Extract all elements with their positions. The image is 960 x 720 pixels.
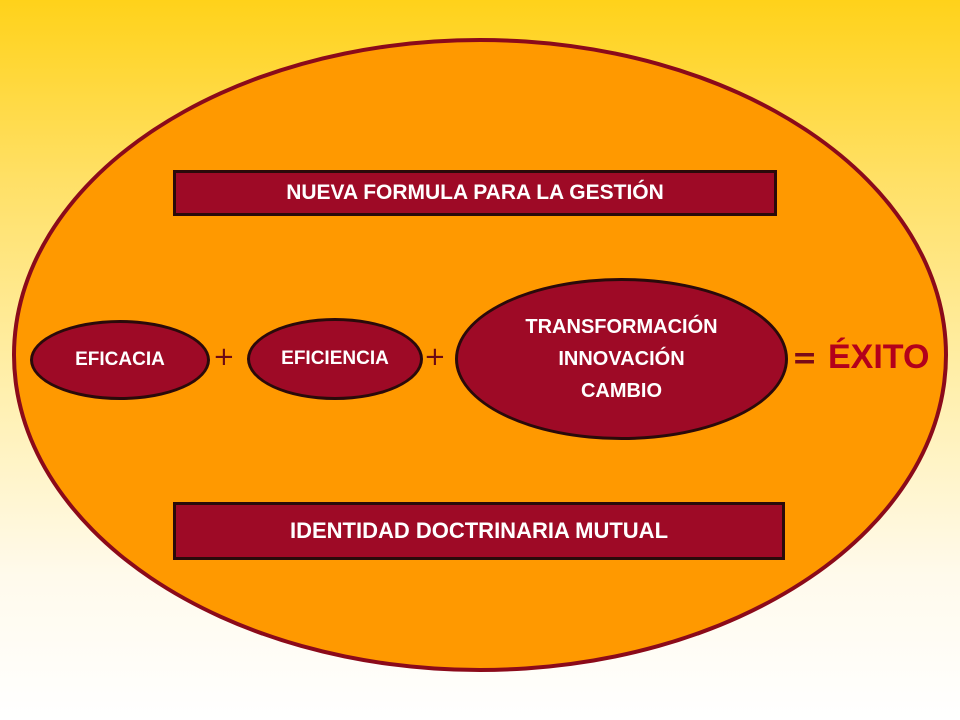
cambio-label: CAMBIO	[580, 380, 663, 402]
innovacion-label: INNOVACIÓN	[558, 348, 685, 370]
eficiencia-oval: EFICIENCIA	[247, 318, 423, 400]
transformacion-label: TRANSFORMACIÓN	[525, 316, 718, 338]
bottom-banner: IDENTIDAD DOCTRINARIA MUTUAL	[173, 502, 785, 560]
top-banner-text: NUEVA FORMULA PARA LA GESTIÓN	[286, 181, 664, 204]
eficacia-oval: EFICACIA	[30, 320, 210, 400]
plus-operator-1: +	[213, 342, 235, 372]
result-exito: ÉXITO	[828, 338, 930, 376]
bottom-banner-text: IDENTIDAD DOCTRINARIA MUTUAL	[289, 518, 669, 543]
top-banner: NUEVA FORMULA PARA LA GESTIÓN	[173, 170, 777, 216]
eficiencia-label: EFICIENCIA	[281, 348, 389, 369]
equals-operator: =	[792, 341, 818, 376]
transformacion-oval: TRANSFORMACIÓN INNOVACIÓN CAMBIO	[455, 278, 788, 440]
plus-operator-2: +	[424, 342, 446, 372]
eficacia-label: EFICACIA	[75, 349, 165, 370]
